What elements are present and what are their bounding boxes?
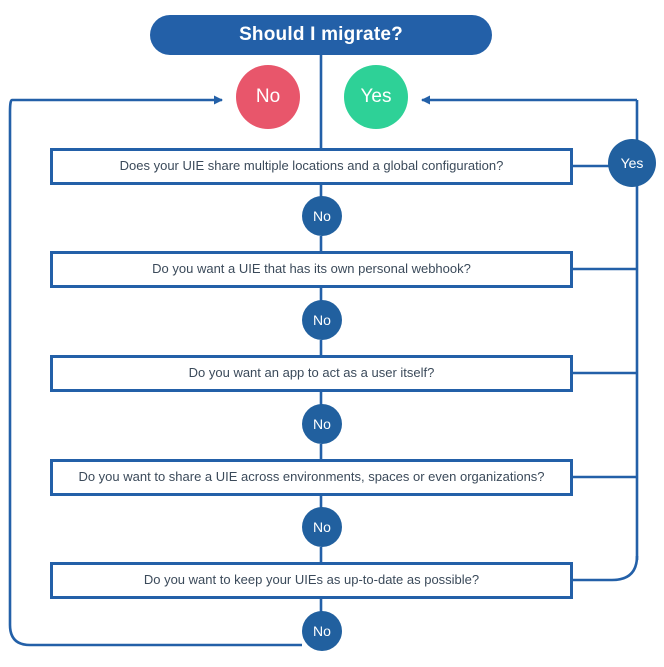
page-title: Should I migrate?	[150, 15, 492, 55]
question-box-5[interactable]: Do you want to keep your UIEs as up-to-d…	[50, 562, 573, 599]
wire-box5-right	[573, 555, 639, 582]
question-box-1[interactable]: Does your UIE share multiple locations a…	[50, 148, 573, 185]
question-box-2[interactable]: Do you want a UIE that has its own perso…	[50, 251, 573, 288]
step-no-circle-5: No	[302, 611, 342, 651]
outcome-yes-circle: Yes	[344, 65, 408, 129]
step-no-circle-1: No	[302, 196, 342, 236]
question-box-4-label: Do you want to share a UIE across enviro…	[78, 469, 545, 485]
branch-yes-circle: Yes	[608, 139, 656, 187]
question-box-2-label: Do you want a UIE that has its own perso…	[152, 261, 471, 277]
question-box-5-label: Do you want to keep your UIEs as up-to-d…	[143, 572, 480, 588]
question-box-1-label: Does your UIE share multiple locations a…	[119, 158, 504, 174]
question-box-3[interactable]: Do you want an app to act as a user itse…	[50, 355, 573, 392]
step-no-circle-4: No	[302, 507, 342, 547]
question-box-4[interactable]: Do you want to share a UIE across enviro…	[50, 459, 573, 496]
step-no-circle-2: No	[302, 300, 342, 340]
question-box-3-label: Do you want an app to act as a user itse…	[188, 365, 435, 381]
step-no-circle-3: No	[302, 404, 342, 444]
outcome-no-circle: No	[236, 65, 300, 129]
